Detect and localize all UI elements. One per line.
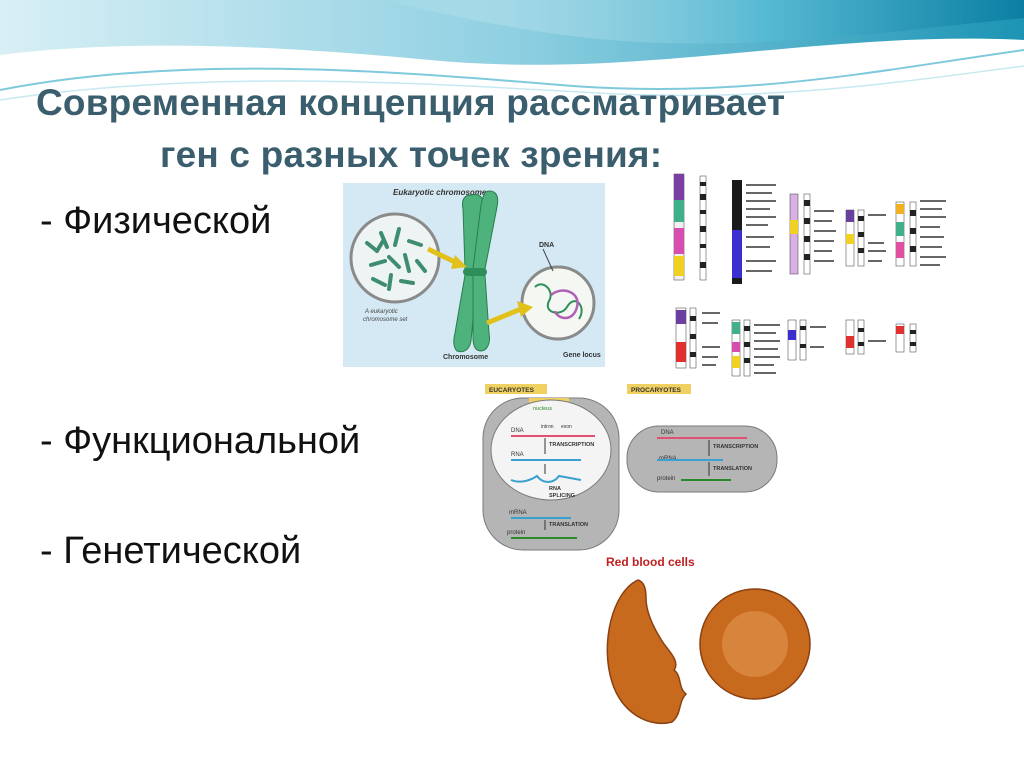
- pro-protein-label: protein: [657, 476, 675, 482]
- nucleus-ellipse: [490, 399, 612, 501]
- bullet-genetic: - Генетической: [40, 530, 302, 572]
- ideogram-row-bottom: [675, 307, 917, 377]
- bullet-functional: - Функциональной: [40, 420, 361, 462]
- euk-protein-label: protein: [507, 530, 525, 536]
- rna-splicing-label-1: RNA: [549, 486, 561, 492]
- gene-expression-figure: EUCARYOTES PROCARYOTES cytoplasm nucleus…: [481, 380, 781, 552]
- chromosome-label: Chromosome: [443, 354, 488, 361]
- euk-mrna-label: mRNA: [509, 510, 527, 516]
- euk-transcription-label: TRANSCRIPTION: [549, 442, 594, 448]
- nucleus-circle: [349, 212, 441, 304]
- normal-cell-label-2: blood cell: [734, 720, 764, 727]
- normal-cell-label-1: Normal red: [732, 711, 767, 718]
- chromosome-figure-title: Eukaryotic chromosome: [393, 188, 487, 197]
- red-blood-cells-figure: Red blood cells Sickle cell Normal red b…: [598, 552, 813, 732]
- slide-title-line-1: Современная концепция рассматривает: [36, 82, 786, 123]
- ideogram-row-top: [673, 173, 946, 284]
- eukaryotes-label: EUCARYOTES: [489, 387, 535, 394]
- gene-locus-label: Gene locus: [563, 352, 601, 359]
- slide-title-line-2: ген с разных точек зрения:: [160, 134, 663, 175]
- pro-translation-label: TRANSLATION: [713, 466, 752, 472]
- pro-transcription-label: TRANSCRIPTION: [713, 444, 758, 450]
- euk-rna-label: RNA: [511, 452, 524, 458]
- rna-splicing-label-2: SPLICING: [549, 493, 575, 499]
- red-blood-cells-title: Red blood cells: [606, 555, 695, 569]
- pro-dna-label: DNA: [661, 430, 674, 436]
- exon-label: exon: [561, 424, 572, 430]
- nucleus-caption-2: chromosome set: [363, 317, 408, 323]
- sickle-cell: [606, 579, 688, 724]
- intron-label: intron: [541, 424, 554, 430]
- nucleus-caption-1: A eukaryotic: [364, 309, 398, 315]
- dna-label: DNA: [539, 242, 554, 249]
- euk-dna-label: DNA: [511, 428, 524, 434]
- euk-translation-label: TRANSLATION: [549, 522, 588, 528]
- bullet-physical: - Физической: [40, 200, 272, 242]
- eukaryotic-chromosome-figure: Eukaryotic chromosome A eukaryotic chrom…: [343, 183, 605, 367]
- procaryotes-label: PROCARYOTES: [631, 387, 682, 394]
- chromosome-ideogram-figure: [660, 170, 955, 388]
- sickle-cell-label: Sickle cell: [652, 611, 688, 620]
- nucleus-label: nucleus: [533, 406, 552, 412]
- dna-zoom-circle: [520, 265, 596, 341]
- header-wave: [0, 0, 1024, 101]
